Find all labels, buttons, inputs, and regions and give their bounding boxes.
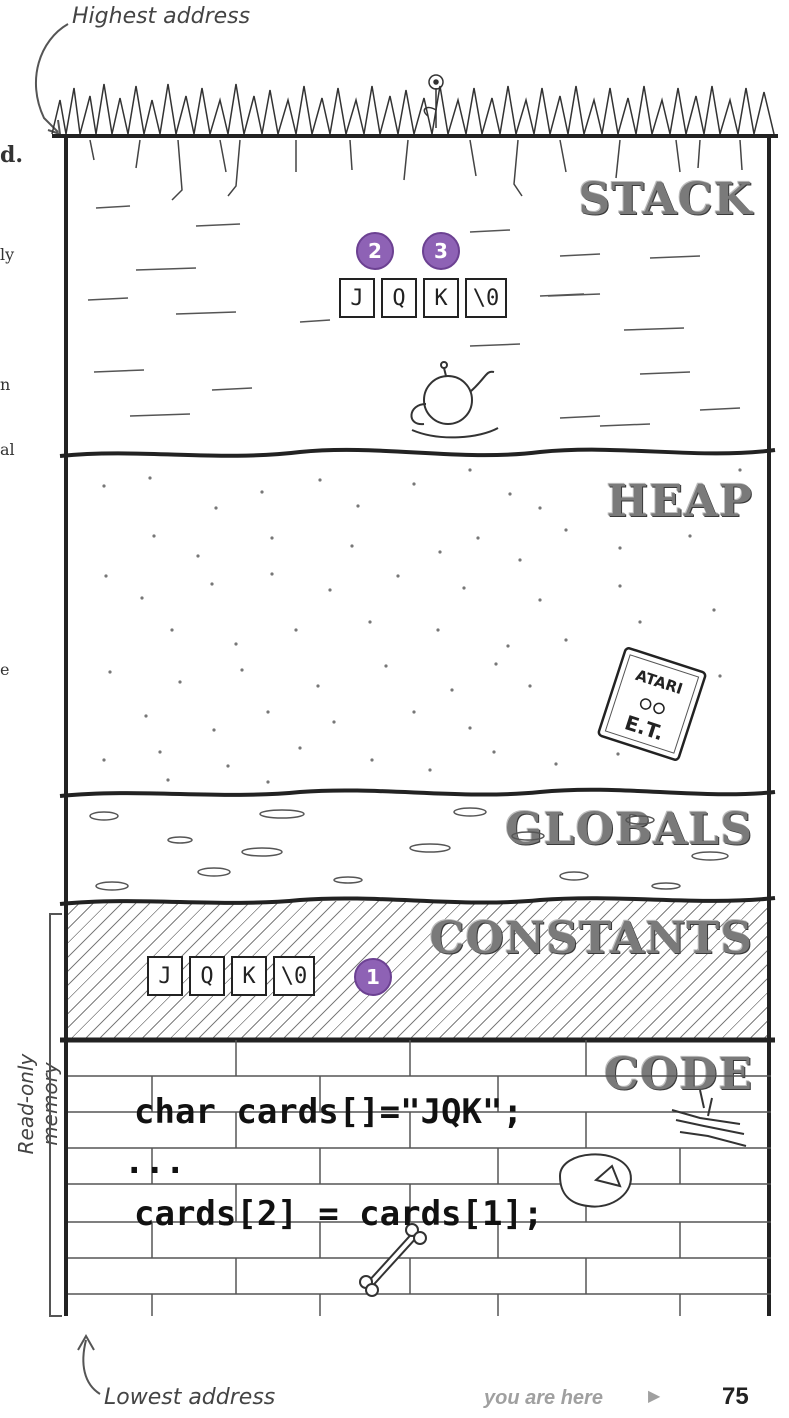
grass-illustration	[52, 75, 774, 134]
roots-illustration	[90, 140, 742, 200]
you-are-here-label: you are here	[484, 1387, 603, 1410]
constants-cell: J	[147, 956, 183, 996]
stack-cell: Q	[381, 278, 417, 318]
stack-cell: \0	[465, 278, 507, 318]
page-number: 75	[722, 1383, 749, 1411]
stack-heap-divider	[60, 450, 775, 456]
constants-cell: K	[231, 956, 267, 996]
constants-cell: \0	[273, 956, 315, 996]
heap-globals-divider	[60, 790, 775, 796]
bone-illustration	[360, 1224, 426, 1296]
step-badge-3: 3	[422, 232, 460, 270]
globals-pebbles	[90, 808, 728, 890]
stack-cell: J	[339, 278, 375, 318]
constants-array: J Q K \0	[147, 956, 315, 996]
teapot-illustration	[411, 362, 498, 437]
globals-constants-divider	[60, 898, 775, 904]
constants-cell: Q	[189, 956, 225, 996]
skeleton-hand-illustration	[672, 1090, 746, 1146]
code-line-assignment: cards[2] = cards[1];	[134, 1194, 543, 1234]
et-cartridge-illustration: ATARI E.T.	[598, 647, 706, 760]
step-badge-1: 1	[354, 958, 392, 996]
stack-cell: K	[423, 278, 459, 318]
code-line-declaration: char cards[]="JQK";	[134, 1092, 523, 1132]
stack-array: J Q K \0	[339, 278, 507, 318]
step-badge-2: 2	[356, 232, 394, 270]
code-line-ellipsis: ...	[124, 1142, 185, 1182]
right-triangle-icon: ▶	[648, 1386, 660, 1405]
skull-illustration	[560, 1154, 631, 1206]
